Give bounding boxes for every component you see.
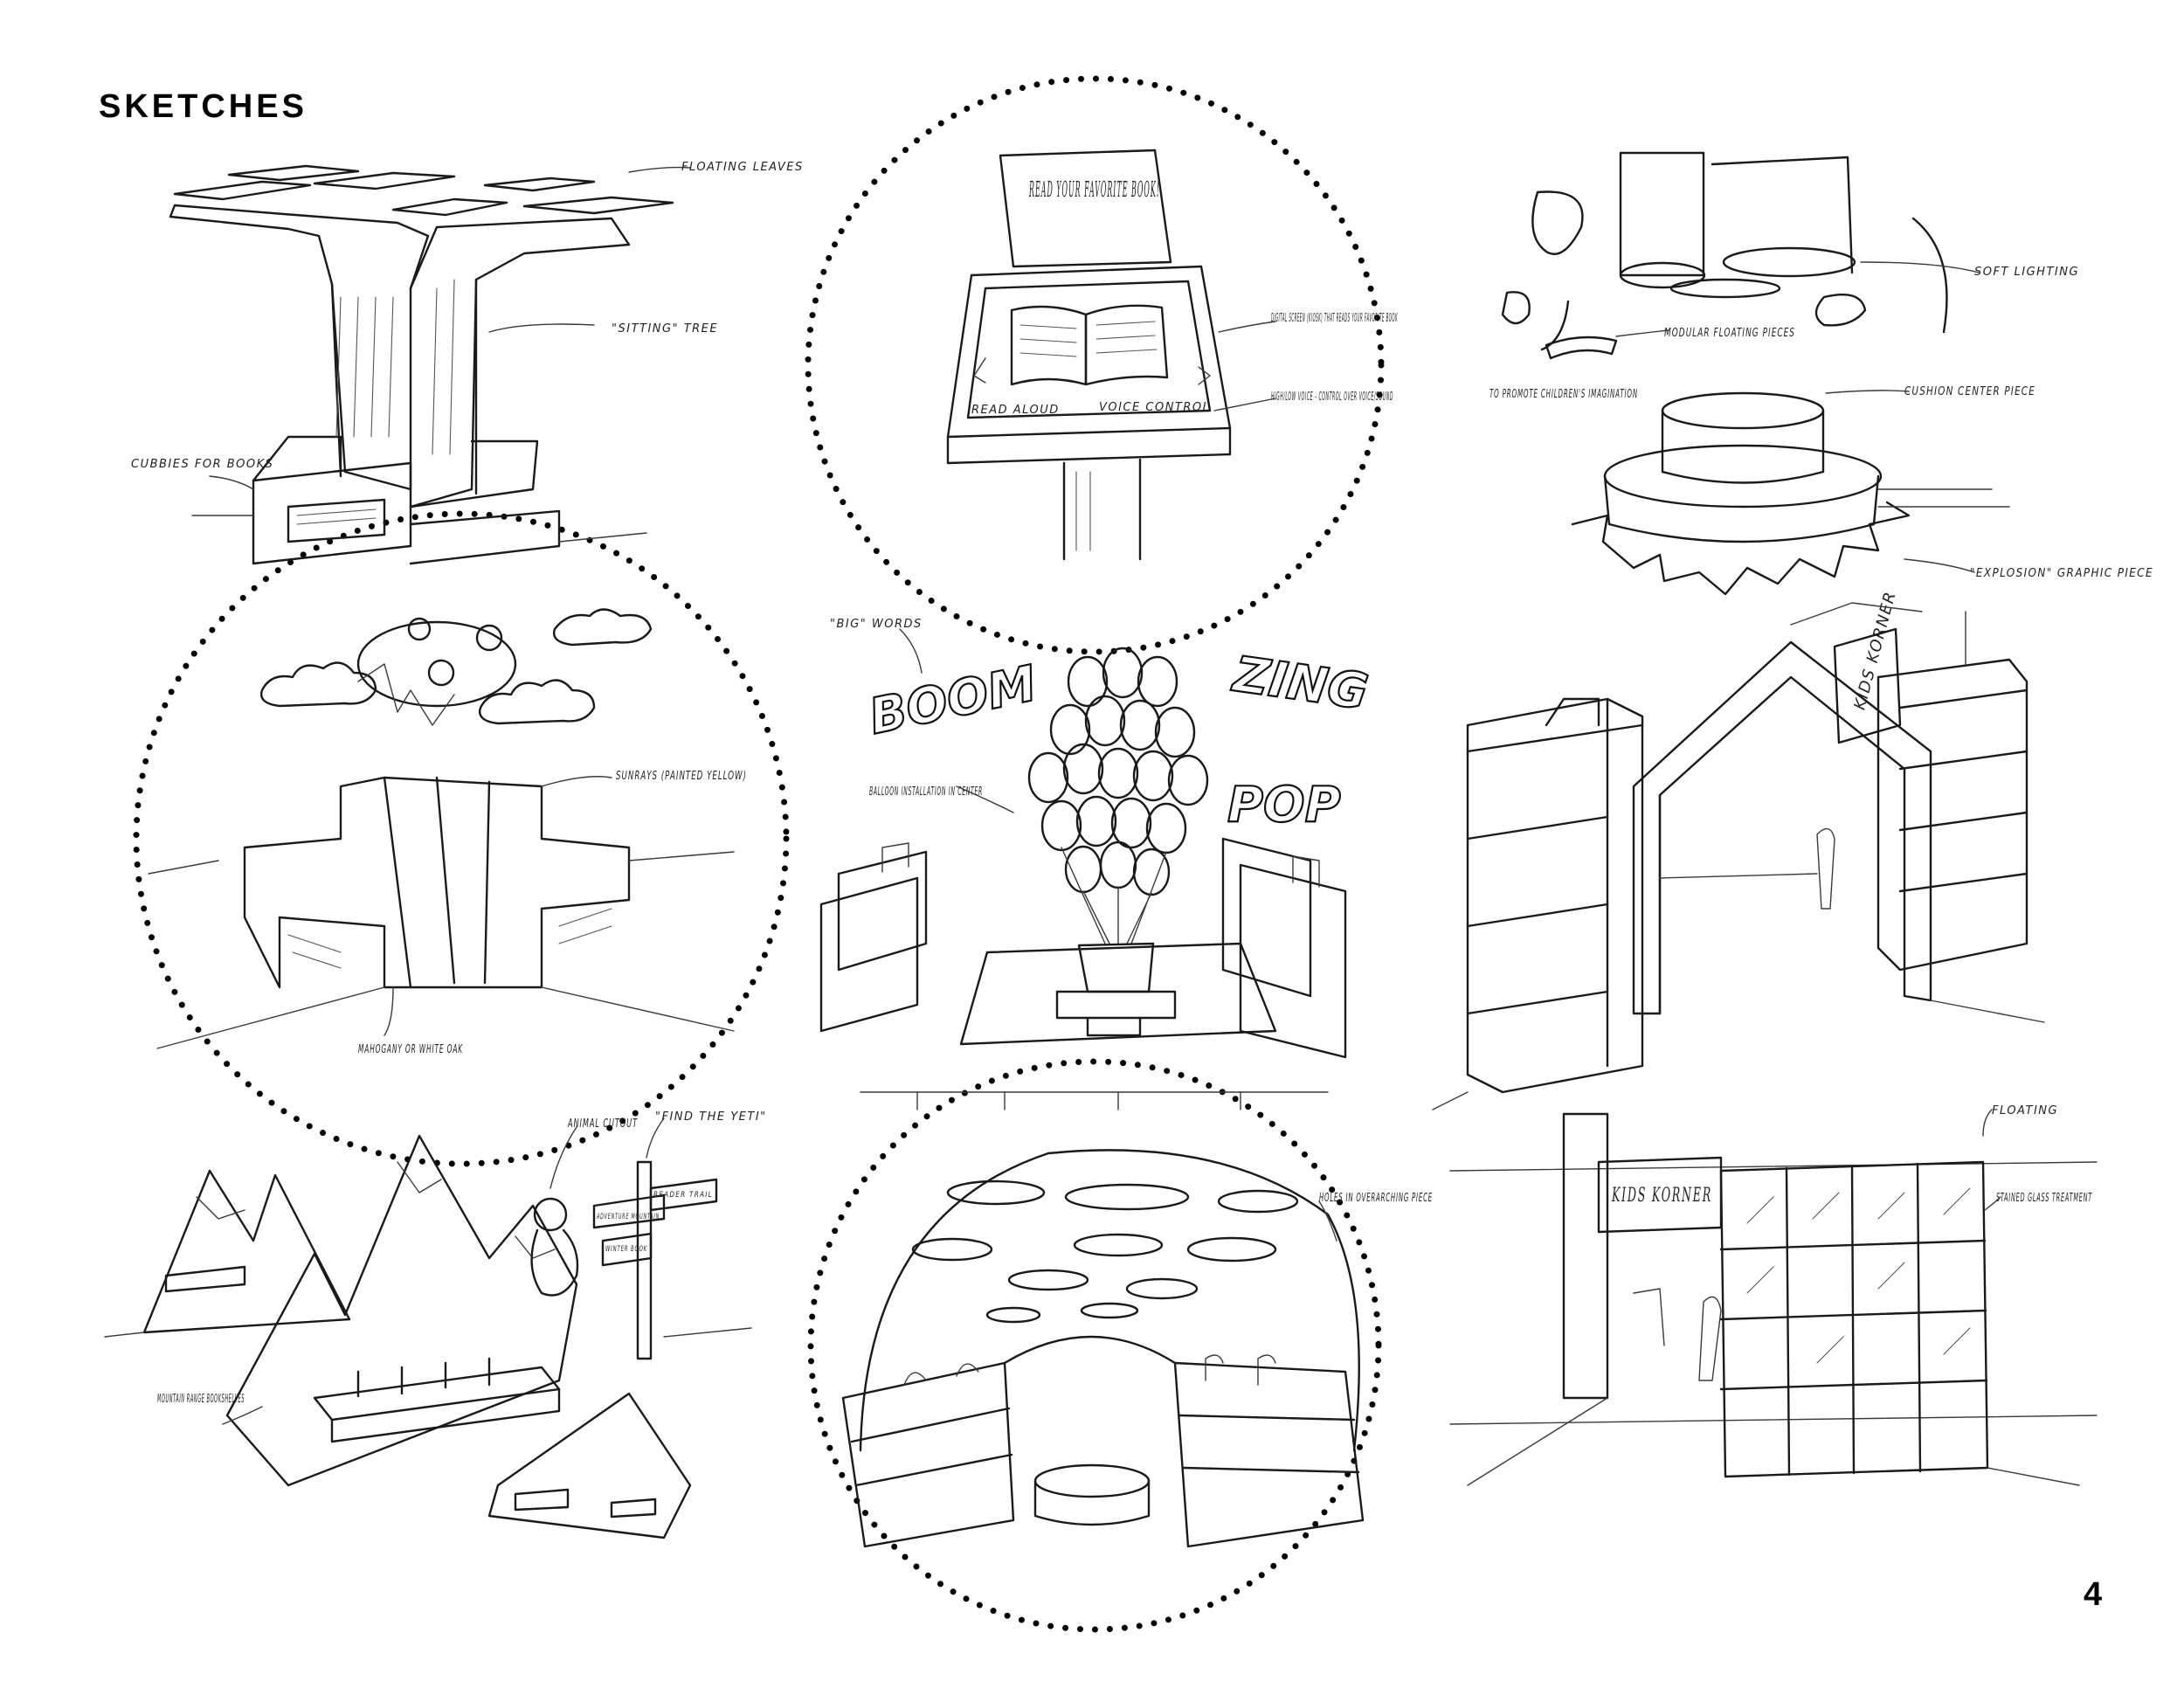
- note-explosion: "EXPLOSION" GRAPHIC PIECE: [1970, 567, 2153, 580]
- sketch-sitting-tree: FLOATING LEAVES "SITTING" TREE CUBBIES F…: [131, 161, 804, 565]
- sketch-sun-clouds: SUNRAYS (PAINTED YELLOW) MAHOGANY OR WHI…: [148, 608, 747, 1056]
- big-word-zing: ZING: [1228, 646, 1372, 721]
- big-word-pop: POP: [1227, 777, 1341, 834]
- note-mountain-range: MOUNTAIN RANGE BOOKSHELVES: [157, 1393, 245, 1406]
- note-voice: HIGH/LOW VOICE - CONTROL OVER VOICE/SOUN…: [1271, 391, 1393, 404]
- sketch-dome: HOLES IN OVERARCHING PIECE: [841, 1091, 1433, 1548]
- note-floating: FLOATING: [1992, 1104, 2058, 1117]
- highlight-circles: [133, 75, 1385, 1633]
- note-animal-cutout: ANIMAL CUTOUT: [567, 1117, 638, 1131]
- sign-reader-trail: READER TRAIL: [653, 1191, 713, 1200]
- glass-sign: KIDS KORNER: [1611, 1185, 1712, 1207]
- note-balloon-installation: BALLOON INSTALLATION IN CENTER: [869, 785, 983, 799]
- note-soft-lighting: SOFT LIGHTING: [1974, 266, 2079, 279]
- page-number: 4: [2084, 1576, 2103, 1613]
- note-big-words: "BIG" WORDS: [830, 618, 923, 631]
- sketch-house-shelves: KIDS KORNER: [1432, 589, 2045, 1110]
- note-modular-pieces: MODULAR FLOATING PIECES: [1664, 327, 1795, 340]
- kiosk-sign: READ YOUR FAVORITE BOOK!: [1029, 177, 1160, 202]
- note-sunrays: SUNRAYS (PAINTED YELLOW): [616, 770, 747, 783]
- big-word-boom: BOOM: [864, 655, 1041, 746]
- note-cubbies: CUBBIES FOR BOOKS: [131, 458, 273, 471]
- sketch-reading-kiosk: READ YOUR FAVORITE BOOK! READ ALOUD VOIC…: [946, 149, 1398, 561]
- note-mahogany: MAHOGANY OR WHITE OAK: [358, 1043, 463, 1056]
- highlight-circle-sun: [133, 510, 790, 1167]
- page-title: SKETCHES: [99, 88, 308, 125]
- note-digital-screen: DIGITAL SCREEN (KIOSK) THAT READS YOUR F…: [1271, 312, 1398, 325]
- yeti-cutout: [533, 1197, 568, 1232]
- kiosk-voice-control: VOICE CONTROL: [1099, 401, 1210, 414]
- sketch-balloons: BOOM ZING POP "BIG" WORDS BALLOON INSTAL…: [819, 618, 1372, 1059]
- highlight-circle-kiosk: [805, 75, 1385, 655]
- note-floating-leaves: FLOATING LEAVES: [681, 161, 804, 174]
- note-stained-glass: STAINED GLASS TREATMENT: [1996, 1192, 2092, 1205]
- note-cushion: CUSHION CENTER PIECE: [1904, 385, 2035, 398]
- note-holes: HOLES IN OVERARCHING PIECE: [1319, 1192, 1433, 1205]
- note-sitting-tree: "SITTING" TREE: [612, 322, 718, 336]
- sketch-floating-pieces: SOFT LIGHTING MODULAR FLOATING PIECES TO…: [1489, 151, 2153, 596]
- highlight-circle-dome: [807, 1058, 1382, 1633]
- note-imagination: TO PROMOTE CHILDREN'S IMAGINATION: [1489, 388, 1638, 401]
- sign-adventure: ADVENTURE MOUNTAIN: [596, 1213, 660, 1221]
- note-find-yeti: "FIND THE YETI": [655, 1110, 767, 1124]
- sketch-mountain-shelves: ADVENTURE MOUNTAIN READER TRAIL WINTER B…: [104, 1110, 767, 1539]
- sign-winter-book: WINTER BOOK: [605, 1245, 647, 1254]
- sketch-stained-glass: KIDS KORNER FLOATING STAINED GLASS TREAT…: [1449, 1104, 2098, 1486]
- kiosk-read-aloud: READ ALOUD: [971, 404, 1060, 417]
